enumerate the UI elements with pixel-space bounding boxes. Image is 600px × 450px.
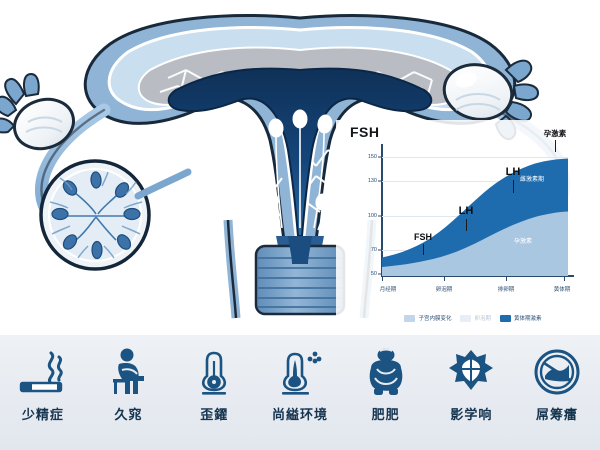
legend-label: 子宫内膜变化 <box>418 316 452 322</box>
risk-factors-strip: 少精症 久窕 <box>0 335 600 450</box>
y-tick-label: 100 <box>367 212 377 219</box>
annotation-peak: 孕激素 <box>543 129 567 138</box>
x-tick-label: 月经期 <box>379 287 397 293</box>
y-tick-label: 70 <box>370 247 377 254</box>
band-label-lower: 孕激素 <box>514 238 533 245</box>
factor-item[interactable]: 屌筹癗 <box>518 345 596 423</box>
y-axis <box>381 144 383 276</box>
annotation-stem <box>555 140 556 152</box>
gridline <box>382 157 568 159</box>
radiation-shield-icon <box>447 345 495 399</box>
factor-item[interactable]: 少精症 <box>4 345 82 423</box>
legend-item[interactable]: 卵泡期 <box>460 314 491 322</box>
factor-label: 少精症 <box>21 408 64 423</box>
factor-label: 尚縊环境 <box>271 408 328 423</box>
y-tick-mark <box>378 249 381 251</box>
x-tick-mark <box>382 277 383 281</box>
chart-legend: 子宫内膜变化 卵泡期 黄体期激素 <box>360 314 586 322</box>
x-tick-mark <box>564 277 565 281</box>
legend-item[interactable]: 子宫内膜变化 <box>404 314 451 322</box>
y-tick-label: 50 <box>370 271 377 277</box>
left-ovary <box>13 97 75 151</box>
chart-title: FSH <box>350 124 380 140</box>
left-fimbriae <box>0 72 40 134</box>
thermometer-heat-icon <box>276 345 324 399</box>
y-tick-mark <box>378 180 381 182</box>
obese-person-icon <box>361 345 411 399</box>
chart-areas <box>382 158 568 276</box>
factor-item[interactable]: 影学响 <box>432 345 510 423</box>
inset-connector <box>134 168 192 200</box>
annotation-lh-1: LH <box>458 205 474 217</box>
right-ovary <box>442 63 514 121</box>
annotation-fsh: FSH <box>414 232 432 242</box>
factor-item[interactable]: 肥肥 <box>347 345 425 423</box>
thermometer-icon <box>193 345 235 399</box>
legend-label: 黄体期激素 <box>514 316 542 322</box>
factor-label: 影学响 <box>450 408 493 423</box>
annotation-lh-2: LH <box>505 166 521 178</box>
factor-label: 久窕 <box>114 408 143 423</box>
factor-label: 屌筹癗 <box>536 408 579 423</box>
x-tick-mark <box>506 277 507 281</box>
annotation-stem <box>466 219 467 231</box>
x-axis <box>381 275 574 277</box>
band-label-upper: 雌激素期 <box>520 176 545 183</box>
legend-swatch <box>460 314 472 322</box>
y-tick-mark <box>378 273 381 275</box>
hormone-chart: FSH 150 130 100 70 50 <box>336 120 598 328</box>
legend-item[interactable]: 黄体期激素 <box>500 314 542 322</box>
factor-label: 歪鑃 <box>200 408 229 423</box>
x-tick-label: 排卵期 <box>497 287 515 293</box>
cigarette-icon <box>17 345 69 399</box>
heat-waves-glyph <box>307 351 322 364</box>
y-tick-mark <box>378 156 381 158</box>
chart-plot-area: 150 130 100 70 50 月经期 卵泡期 排卵期 <box>368 129 574 293</box>
no-entry-icon <box>533 345 581 399</box>
y-tick-label: 130 <box>367 177 377 184</box>
factor-label: 肥肥 <box>371 408 400 423</box>
annotation-stem <box>513 180 514 193</box>
x-tick-label: 黄体期 <box>553 287 571 293</box>
y-tick-label: 150 <box>367 154 377 161</box>
cervix <box>254 236 346 316</box>
annotation-stem <box>423 244 424 255</box>
legend-label: 卵泡期 <box>474 316 491 322</box>
area-lower-series <box>382 211 568 276</box>
factor-item[interactable]: 歪鑃 <box>175 345 253 423</box>
gridline <box>382 180 568 182</box>
sitting-person-icon <box>106 345 152 399</box>
y-tick-mark <box>378 215 381 216</box>
ovary-magnifier-inset <box>39 159 151 271</box>
factor-item[interactable]: 尚縊环境 <box>261 345 339 423</box>
legend-swatch <box>404 314 416 322</box>
x-tick-label: 卵泡期 <box>435 287 453 293</box>
x-tick-mark <box>444 277 445 281</box>
legend-swatch <box>500 314 511 322</box>
factor-item[interactable]: 久窕 <box>90 345 168 423</box>
